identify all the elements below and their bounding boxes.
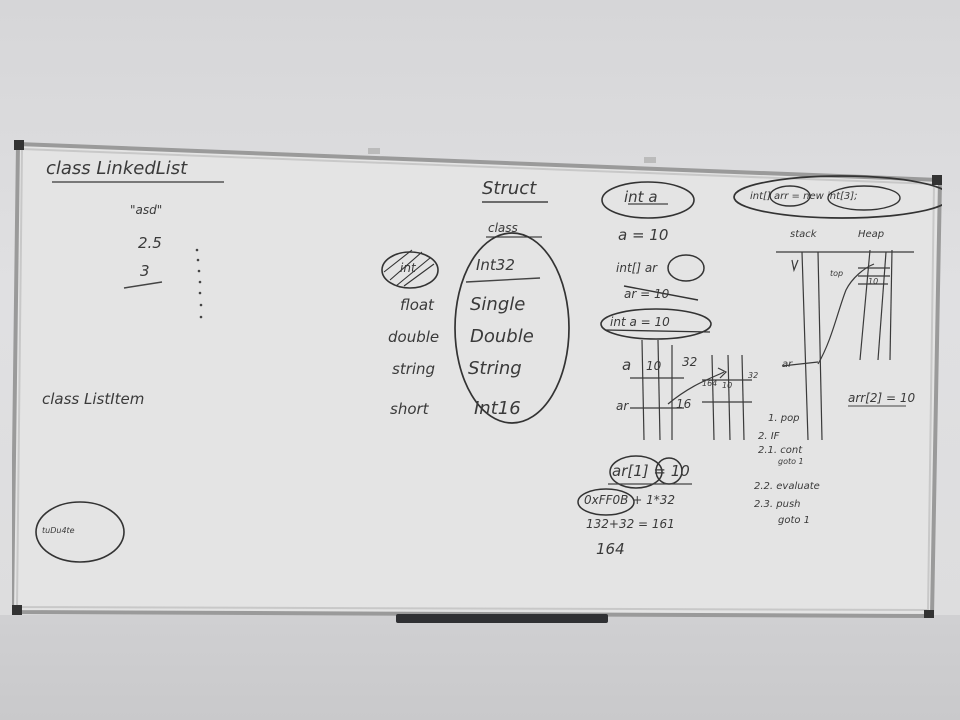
ar-label: ar <box>782 359 793 370</box>
keyword-float: float <box>400 296 434 314</box>
keyword-short: short <box>390 400 429 418</box>
ar-crossed: ar = 10 <box>624 287 670 301</box>
keyword-double: double <box>388 328 440 346</box>
step-goto-b: goto 1 <box>778 515 811 526</box>
class-heading: class <box>488 221 518 235</box>
step-goto-a: goto 1 <box>778 457 804 466</box>
cell-a-value: 10 <box>646 359 662 373</box>
heap-value: 10 <box>868 277 879 286</box>
listitem-heading: class ListItem <box>42 390 145 408</box>
result-164: 164 <box>596 540 625 558</box>
step-if: 2. IF <box>758 431 780 442</box>
a-equals-10: a = 10 <box>618 226 669 244</box>
value-string: "asd" <box>130 203 163 217</box>
small-label-10: 10 <box>722 381 733 390</box>
step-cont: 2.1. cont <box>758 445 803 456</box>
ar-index-assign: ar[1] = 10 <box>612 462 690 480</box>
linkedlist-heading: class LinkedList <box>46 158 188 179</box>
step-push: 2.3. push <box>754 499 801 510</box>
step-evaluate: 2.2. evaluate <box>754 481 820 492</box>
marker-tray <box>396 614 608 623</box>
struct-heading: Struct <box>482 178 537 199</box>
stack-label: stack <box>790 229 817 240</box>
int-array-decl: int[] ar <box>616 261 658 275</box>
cell-address: 32 <box>682 355 698 369</box>
ox-expression: 0xFF0B + 1*32 <box>584 493 675 507</box>
array-decl: int[] arr = new int[3]; <box>750 191 858 202</box>
small-label-32: 32 <box>748 371 759 380</box>
wall-background <box>0 615 960 720</box>
type-single: Single <box>470 294 526 315</box>
type-double: Double <box>470 326 534 347</box>
int-a-circled: int a <box>624 188 658 206</box>
cell-a-label: a <box>622 356 632 374</box>
cell-ar-label: ar <box>616 399 629 413</box>
crossed-int: int <box>400 261 416 275</box>
value-int: 3 <box>140 262 150 280</box>
cell-ar-value: 16 <box>676 397 692 411</box>
circled-note: tuDu4te <box>42 526 75 535</box>
sum-expression: 132+32 = 161 <box>586 517 675 531</box>
type-int16: Int16 <box>474 398 521 419</box>
keyword-string: string <box>392 360 436 378</box>
small-label-164: 164 <box>702 379 718 388</box>
arr-assign: arr[2] = 10 <box>848 391 916 405</box>
type-int32: Int32 <box>476 256 515 274</box>
value-double: 2.5 <box>138 234 162 252</box>
step-pop: 1. pop <box>768 413 800 424</box>
type-string: String <box>468 358 522 379</box>
whiteboard-frame <box>12 140 942 618</box>
heap-label: Heap <box>858 229 885 240</box>
top-label: top <box>830 269 844 278</box>
whiteboard: class LinkedList "asd" 2.5 3 class ListI… <box>12 140 942 618</box>
int-a-assign: int a = 10 <box>610 315 670 329</box>
